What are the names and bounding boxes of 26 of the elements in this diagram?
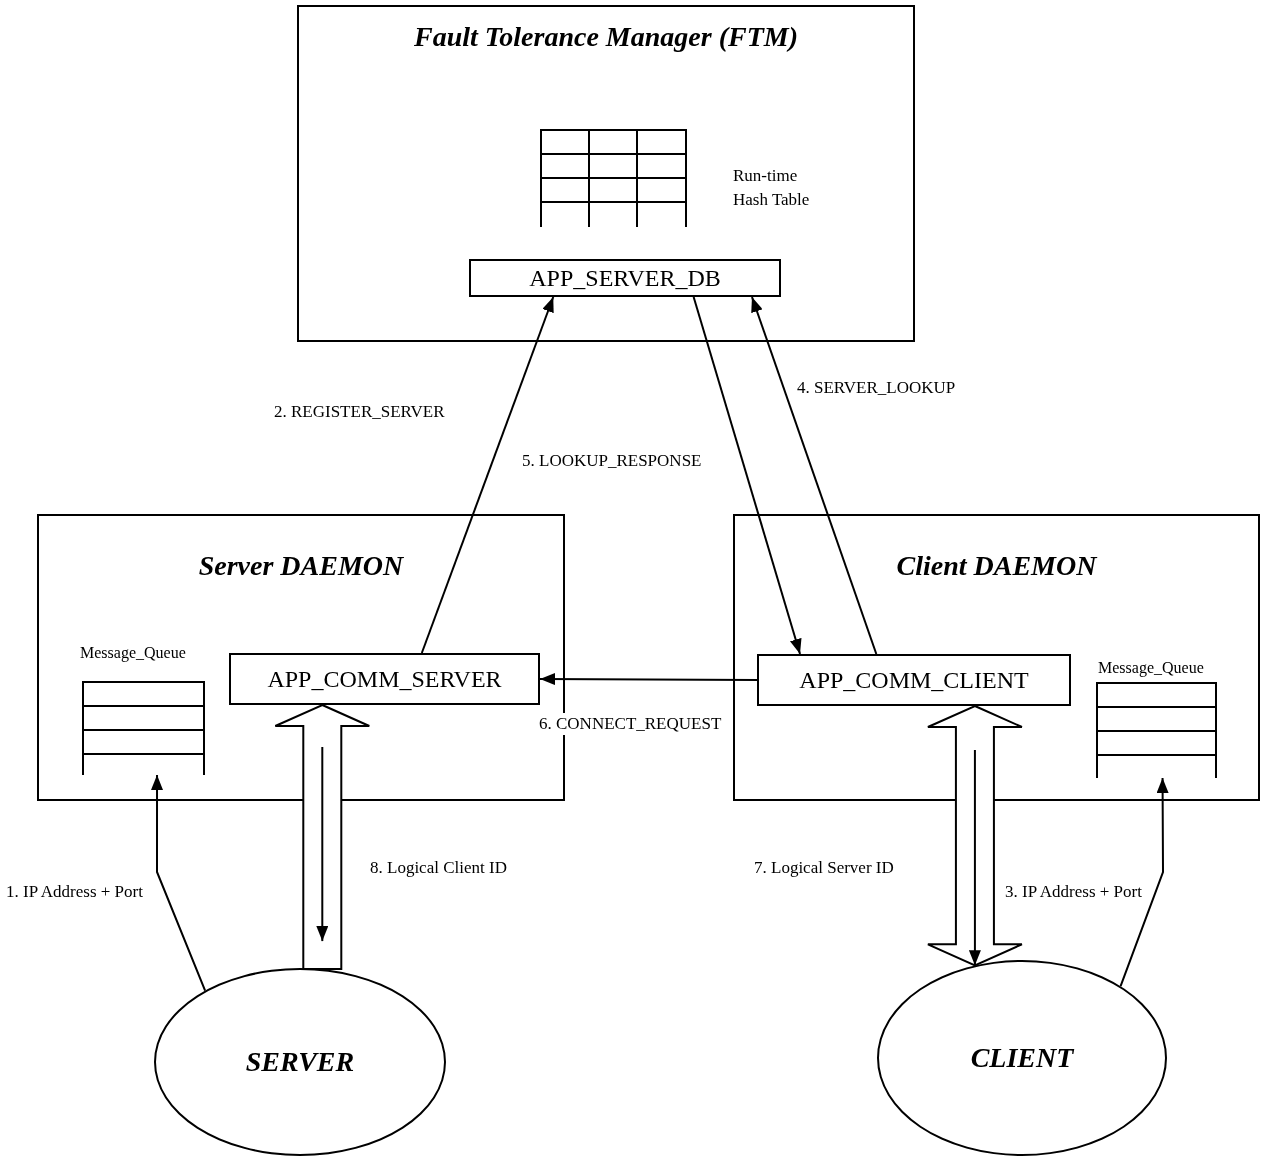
queue-label: Message_Queue bbox=[80, 643, 186, 663]
container-title: Server DAEMON bbox=[197, 550, 405, 582]
node-label: CLIENT bbox=[970, 1042, 1074, 1074]
queue-drawing bbox=[1096, 682, 1217, 778]
arrow bbox=[316, 746, 329, 943]
arrow bbox=[151, 774, 207, 992]
node-label: SERVER bbox=[245, 1046, 355, 1078]
arrow bbox=[968, 749, 981, 967]
process-box: APP_COMM_SERVER bbox=[229, 653, 540, 705]
arrow bbox=[539, 673, 758, 686]
arrow bbox=[692, 296, 802, 655]
table-label: Run-time Hash Table bbox=[733, 165, 811, 211]
container-title: Fault Tolerance Manager (FTM) bbox=[413, 21, 799, 53]
arrow bbox=[420, 296, 555, 654]
process-box: APP_COMM_CLIENT bbox=[757, 654, 1071, 706]
block-arrow bbox=[274, 703, 371, 971]
queue-label: Message_Queue bbox=[1098, 658, 1204, 678]
container-title: Client DAEMON bbox=[895, 550, 1099, 582]
queue-drawing bbox=[82, 681, 205, 775]
block-arrow bbox=[926, 704, 1023, 967]
arrow bbox=[751, 296, 878, 655]
arrow bbox=[1119, 777, 1169, 988]
container-box bbox=[733, 514, 1260, 801]
container-box bbox=[297, 5, 915, 342]
process-box: APP_SERVER_DB bbox=[469, 259, 781, 297]
edge-label: 6. CONNECT_REQUEST bbox=[537, 713, 724, 735]
